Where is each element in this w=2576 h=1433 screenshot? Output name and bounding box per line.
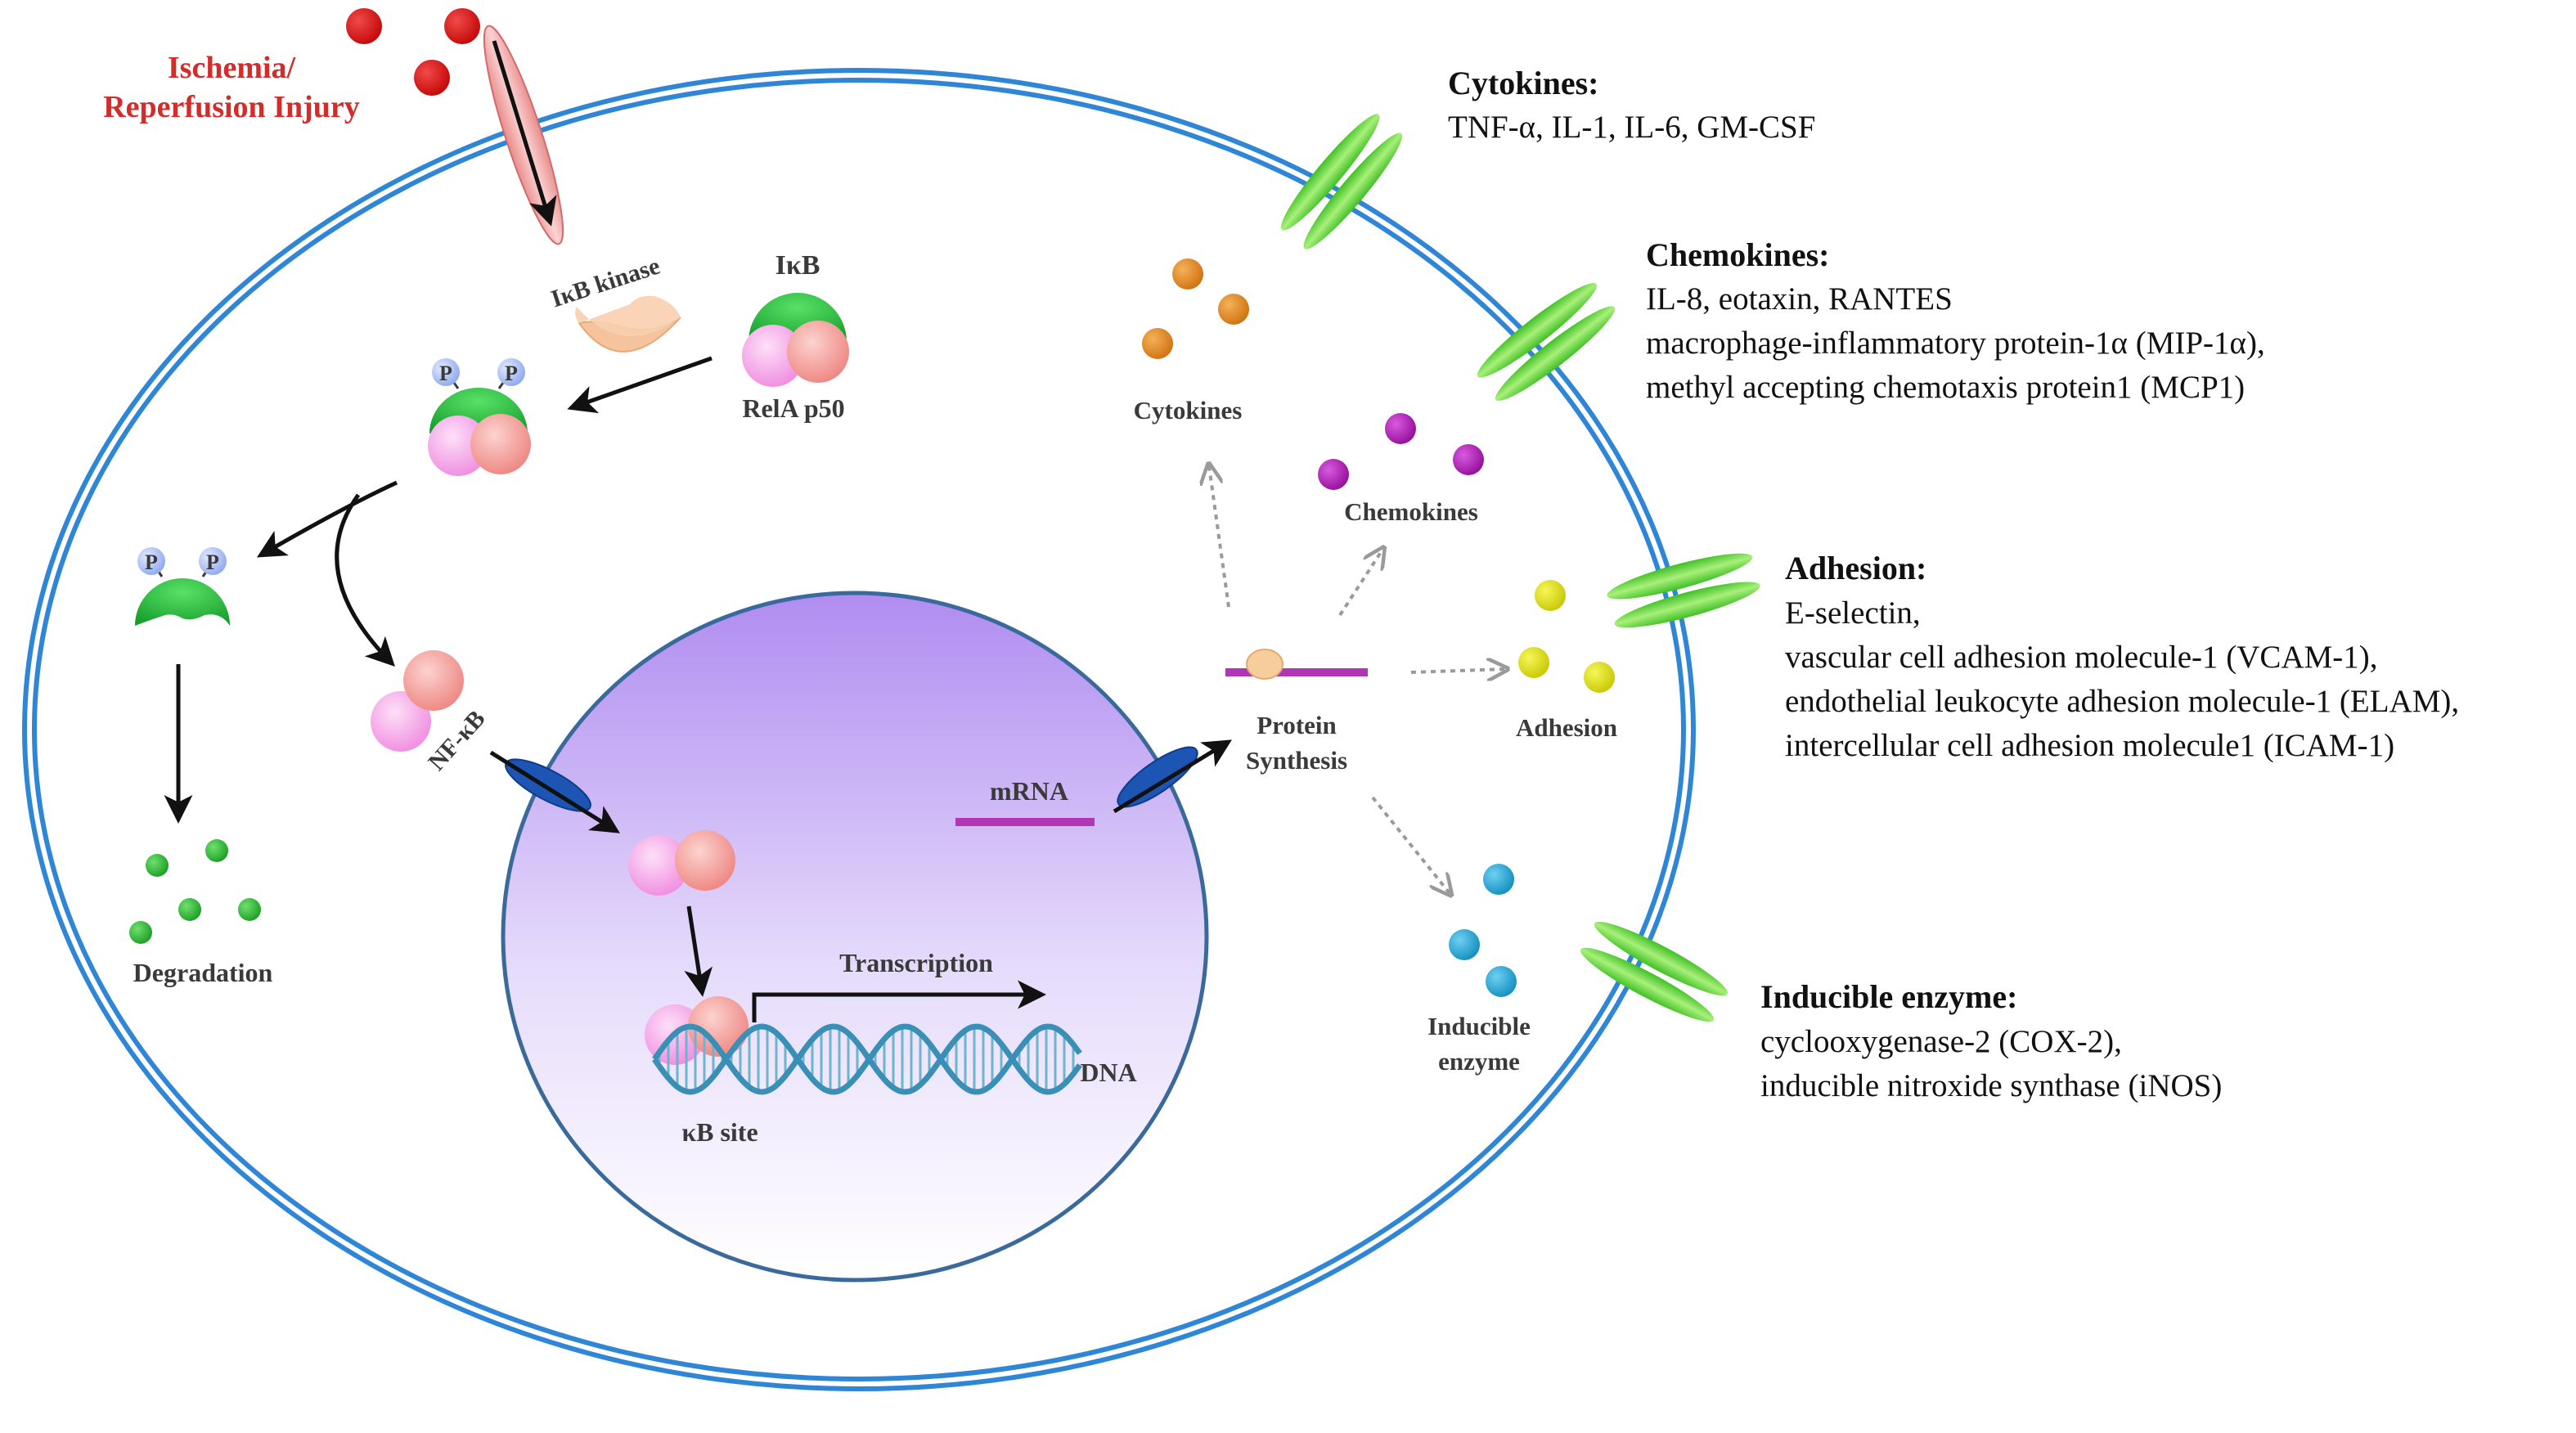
ikb-rela-p50-complex	[742, 293, 849, 387]
arrow-to-adhesion	[1410, 669, 1505, 672]
phospho-label-2: P	[505, 362, 518, 385]
inducible-label-1: Inducible	[1427, 1012, 1531, 1040]
chemokines-label: Chemokines	[1344, 497, 1478, 526]
chemokines-panel: Chemokines: IL-8, eotaxin, RANTES macrop…	[1646, 236, 2265, 405]
nucleus	[501, 591, 1209, 1283]
cytokines-label: Cytokines	[1134, 396, 1243, 425]
adhesion-panel-line: vascular cell adhesion molecule-1 (VCAM-…	[1785, 640, 2378, 675]
phospho-label-3: P	[145, 550, 158, 574]
nfkb-label: NF-κB	[423, 705, 491, 775]
transcription-arrow	[752, 980, 1046, 1022]
enzyme-panel-line: cyclooxygenase-2 (COX-2),	[1760, 1024, 2122, 1059]
cytokine-molecules	[1142, 258, 1249, 359]
adhesion-panel-line: intercellular cell adhesion molecule1 (I…	[1785, 728, 2394, 763]
membrane-receptor-chemokines	[1477, 282, 1616, 402]
adhesion-label: Adhesion	[1516, 713, 1617, 742]
nfkb-free	[371, 650, 464, 752]
arrow-mrna-export	[1113, 739, 1232, 814]
arrow-to-enzyme	[1371, 796, 1450, 893]
adhesion-panel-line: endothelial leukocyte adhesion molecule-…	[1785, 684, 2459, 719]
arrow-to-chemokines	[1338, 550, 1382, 617]
adhesion-panel: Adhesion: E-selectin, vascular cell adhe…	[1785, 550, 2459, 763]
membrane-receptor-adhesion	[1607, 553, 1760, 628]
chemokines-panel-line: IL-8, eotaxin, RANTES	[1646, 281, 1953, 317]
enzyme-panel-title: Inducible enzyme:	[1760, 978, 2017, 1015]
phosphorylated-ikb	[135, 547, 230, 626]
ischemia-label-line2: Reperfusion Injury	[103, 90, 360, 124]
dna-label: DNA	[1080, 1058, 1136, 1087]
cytokines-panel-title: Cytokines:	[1448, 65, 1598, 101]
phospho-label-1: P	[439, 362, 452, 385]
cell-membrane	[22, 68, 1696, 1391]
membrane-receptor-cytokines	[1280, 114, 1403, 249]
nfkb-nuclear	[628, 830, 735, 896]
ikb-label: IκB	[775, 250, 820, 281]
phosphorylated-ikb-complex	[428, 358, 531, 476]
chemokine-molecules	[1318, 413, 1484, 490]
rela-p50-label: RelA p50	[742, 393, 844, 423]
chemokines-panel-title: Chemokines:	[1646, 236, 1829, 273]
chemokines-panel-line: methyl accepting chemotaxis protein1 (MC…	[1646, 370, 2245, 405]
adhesion-panel-title: Adhesion:	[1785, 550, 1926, 586]
ribosome	[1246, 649, 1284, 680]
membrane-receptor-enzyme	[1580, 921, 1728, 1022]
degradation-label: Degradation	[133, 958, 273, 987]
arrow-to-nfkb-release	[335, 493, 395, 667]
arrow-to-ikb-release	[256, 480, 398, 558]
nuclear-pore-out	[1117, 746, 1198, 808]
adhesion-panel-line: E-selectin,	[1785, 595, 1921, 631]
kb-site-label: κB site	[681, 1117, 758, 1147]
adhesion-molecules	[1518, 580, 1615, 693]
protein-synthesis-label-2: Synthesis	[1246, 746, 1347, 775]
cytokines-panel-line: TNF-α, IL-1, IL-6, GM-CSF	[1448, 110, 1815, 145]
arrow-nfkb-to-dna	[684, 905, 713, 997]
degradation-fragments	[129, 839, 261, 944]
transcription-label: Transcription	[839, 948, 993, 977]
phospho-label-4: P	[206, 550, 219, 574]
enzyme-panel: Inducible enzyme: cyclooxygenase-2 (COX-…	[1760, 978, 2222, 1103]
mrna-label: mRNA	[990, 776, 1068, 806]
arrow-complex-to-phospho	[567, 356, 713, 414]
protein-synthesis-label-1: Protein	[1257, 711, 1337, 739]
arrow-nfkb-import	[489, 750, 620, 833]
chemokines-panel-line: macrophage-inflammatory protein-1α (MIP-…	[1646, 326, 2265, 361]
ischemia-signal-molecules	[346, 8, 480, 96]
dna-helix	[652, 1023, 1082, 1095]
cytokines-panel: Cytokines: TNF-α, IL-1, IL-6, GM-CSF	[1448, 65, 1815, 145]
enzyme-molecules	[1449, 864, 1517, 997]
arrow-to-cytokines	[1209, 466, 1230, 608]
inducible-label-2: enzyme	[1438, 1047, 1520, 1076]
ischemia-label-line1: Ischemia/	[168, 51, 296, 85]
enzyme-panel-line: inducible nitroxide synthase (iNOS)	[1760, 1068, 2222, 1103]
arrow-ischemia-to-ikk	[492, 40, 557, 227]
